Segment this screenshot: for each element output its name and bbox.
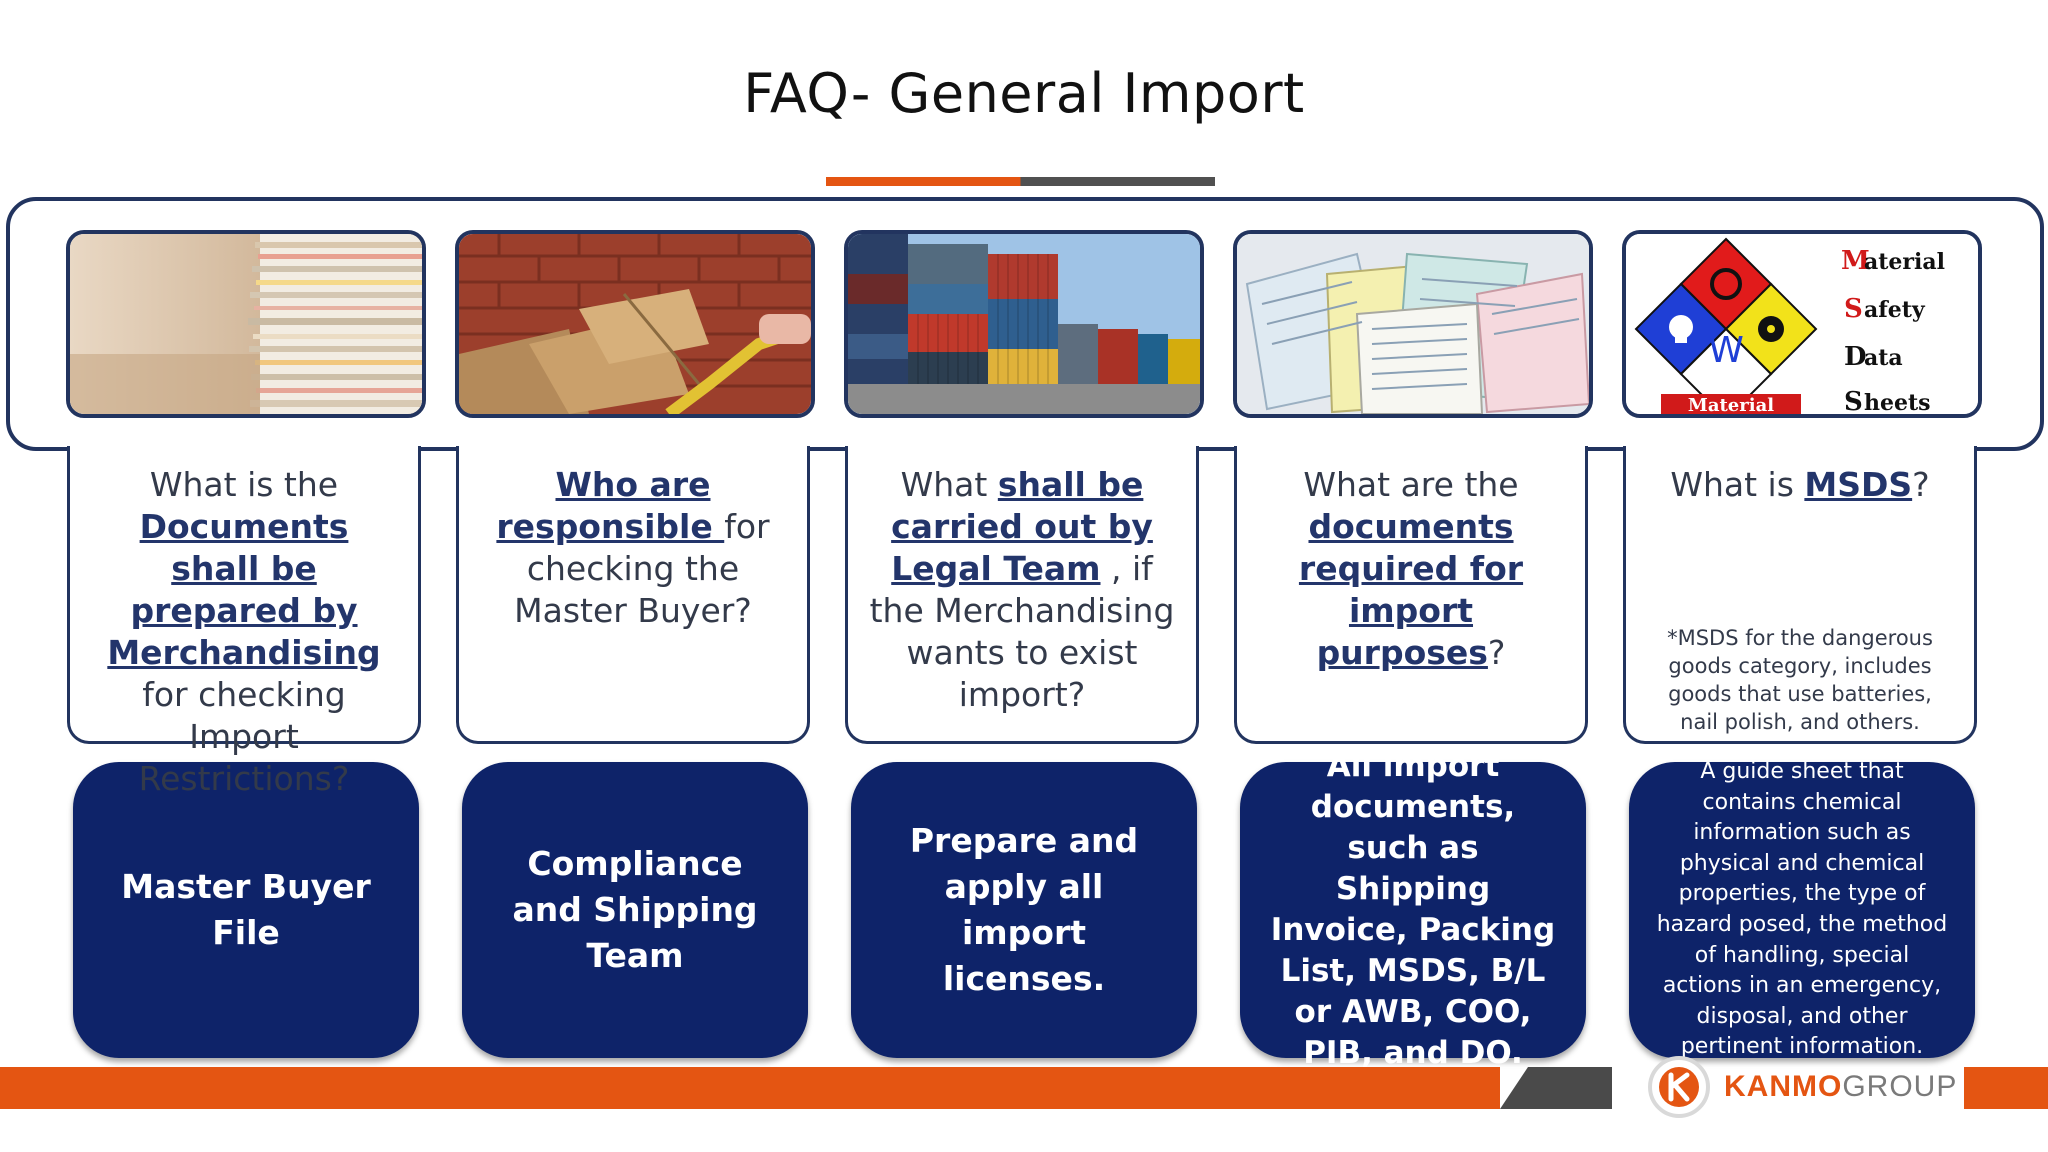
page-title: FAQ- General Import (743, 62, 1305, 125)
question-5-text: What is (1670, 465, 1805, 504)
question-3-emphasis: shall be carried out by Legal Team (891, 465, 1153, 588)
question-3-text: What (900, 465, 998, 504)
msds-word-material: aterial (1864, 249, 1945, 275)
image-shipping-containers (844, 230, 1204, 418)
logo-text-bold: KANMO (1724, 1070, 1843, 1103)
question-4-text: What are the (1303, 465, 1519, 504)
question-card-2: Who are responsible for checking the Mas… (456, 446, 810, 744)
kanmo-logo: KANMOGROUP (1648, 1052, 1957, 1122)
answer-4-text: All import documents, such as Shipping I… (1270, 748, 1556, 1071)
msds-letter-s2: S (1844, 387, 1863, 414)
question-4-emphasis: documents required for import purposes (1298, 507, 1524, 672)
footer-orange-bar-right (1964, 1067, 2048, 1109)
image-shipping-documents (1233, 230, 1593, 418)
answer-2-text: Compliance and Shipping Team (512, 844, 758, 975)
kanmo-logo-text: KANMOGROUP (1724, 1070, 1957, 1104)
answer-card-4: All import documents, such as Shipping I… (1240, 748, 1586, 1071)
answer-card-2: Compliance and Shipping Team (462, 762, 808, 1058)
question-2-emphasis: Who are responsible (496, 465, 725, 546)
question-3-text-end: , if the Merchandising wants to exist im… (869, 549, 1175, 714)
question-1-emphasis: Documents shall be prepared by Merchandi… (107, 507, 381, 672)
question-card-5: What is MSDS? *MSDS for the dangerous go… (1623, 446, 1977, 744)
answer-card-3: Prepare and apply all import licenses. (851, 762, 1197, 1058)
answer-5-text: A guide sheet that contains chemical inf… (1656, 759, 1948, 1060)
title-underline (826, 177, 1215, 186)
answer-card-1: Master Buyer File (73, 762, 419, 1058)
image-stacked-papers (66, 230, 426, 418)
msds-letter-s: S (1844, 294, 1863, 324)
question-4-text-end: ? (1487, 633, 1506, 672)
msds-note: *MSDS for the dangerous goods category, … (1667, 626, 1933, 734)
question-2-text: for checking the Master Buyer? (514, 507, 770, 630)
image-msds-hazard-diamonds: W Material M aterial S afety D ata S hee… (1622, 230, 1982, 418)
msds-word-data: ata (1864, 345, 1903, 371)
svg-text:W: W (1708, 330, 1744, 371)
msds-word-safety: afety (1864, 297, 1926, 323)
answer-card-5: A guide sheet that contains chemical inf… (1629, 759, 1975, 1059)
question-card-1: What is the Documents shall be prepared … (67, 446, 421, 798)
msds-word-sheets: heets (1864, 390, 1931, 414)
logo-text-light: GROUP (1842, 1070, 1958, 1103)
question-5-emphasis: MSDS (1804, 465, 1913, 504)
answer-3-text: Prepare and apply all import licenses. (909, 821, 1139, 998)
question-1-text: What is the (149, 465, 339, 504)
question-card-3: What shall be carried out by Legal Team … (845, 446, 1199, 744)
msds-letter-d: D (1844, 342, 1867, 372)
answer-1-text: Master Buyer File (121, 867, 371, 952)
msds-banner-text: Material (1688, 395, 1774, 414)
question-1-text-end: for checking Import Restrictions? (138, 675, 350, 798)
question-5-text-end: ? (1912, 465, 1930, 504)
question-card-4: What are the documents required for impo… (1234, 446, 1588, 744)
msds-letter-m: M (1841, 246, 1870, 276)
footer-orange-bar (0, 1067, 1500, 1109)
image-boxes-hand-truck (455, 230, 815, 418)
kanmo-logo-icon (1648, 1056, 1710, 1118)
